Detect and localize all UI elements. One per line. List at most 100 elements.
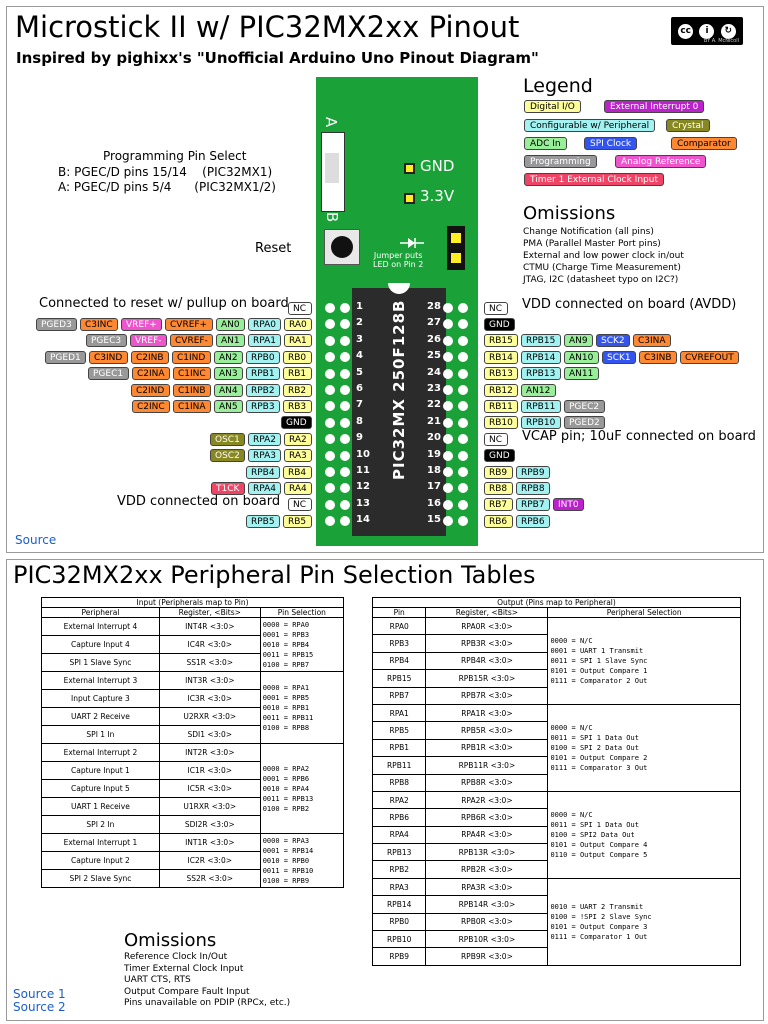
chip-pin-left bbox=[340, 385, 350, 395]
cell-register: SS2R <3:0> bbox=[158, 869, 261, 888]
omission-item: PMA (Parallel Master Port pins) bbox=[523, 239, 661, 249]
legend-item: Programming bbox=[524, 155, 597, 168]
programming-switch[interactable] bbox=[321, 132, 345, 212]
header-pin-left[interactable] bbox=[325, 516, 335, 527]
selection-line: 0011 = RPB11 bbox=[262, 713, 314, 722]
selection-line: 0100 = RPB7 bbox=[262, 660, 310, 669]
header-pin-left[interactable] bbox=[325, 401, 335, 412]
cell-register: U2RXR <3:0> bbox=[158, 707, 261, 726]
header-pin-left[interactable] bbox=[325, 335, 335, 346]
cell-name: SPI 1 In bbox=[41, 725, 160, 744]
source-2-link[interactable]: Source 2 bbox=[13, 1000, 66, 1014]
chip-pin-left bbox=[340, 352, 350, 363]
selection-line: 0000 = N/C bbox=[550, 723, 593, 732]
pin-number: 15 bbox=[427, 514, 441, 526]
header-pin-left[interactable] bbox=[325, 483, 335, 494]
cell-register: IC5R <3:0> bbox=[158, 779, 261, 798]
header-pin-right[interactable] bbox=[443, 385, 453, 395]
input-table: Input (Peripherals map to Pin)Peripheral… bbox=[41, 597, 345, 888]
header-pin-right[interactable] bbox=[443, 319, 453, 330]
cell-register: RPB15R <3:0> bbox=[425, 669, 549, 688]
chip-pin-left bbox=[340, 368, 350, 379]
cell-name: RPB5 bbox=[371, 721, 427, 740]
chip-pin-left bbox=[340, 319, 350, 330]
selection-line: 0111 = Comparator 2 Out bbox=[550, 676, 648, 685]
reset-button[interactable] bbox=[324, 229, 360, 265]
header-pin-right[interactable] bbox=[443, 417, 453, 428]
pin-tag-gnd: GND bbox=[484, 449, 515, 463]
cell-name: RPB1 bbox=[371, 738, 427, 758]
selection-line: 0000 = RPA0 bbox=[262, 620, 310, 629]
header-pin-right[interactable] bbox=[443, 303, 453, 313]
pin-number: 28 bbox=[427, 301, 441, 312]
header-pin-right[interactable] bbox=[443, 450, 453, 461]
legend-item: Analog Reference bbox=[615, 155, 707, 168]
legend-item: Comparator bbox=[671, 137, 737, 150]
header-pin-left[interactable] bbox=[325, 352, 335, 363]
header-pin-left[interactable] bbox=[325, 303, 335, 313]
column-header: Peripheral Selection bbox=[547, 607, 741, 618]
chip-pin-left bbox=[340, 450, 350, 461]
header-pin-right[interactable] bbox=[443, 434, 453, 445]
pin-tag-an9: AN9 bbox=[564, 334, 593, 348]
chip-pin-right bbox=[458, 499, 468, 510]
chip-pin-right bbox=[458, 352, 468, 363]
source-link[interactable]: Source bbox=[15, 533, 57, 547]
pin-tag-rb1: RB1 bbox=[283, 367, 312, 381]
chip-pin-right bbox=[458, 303, 468, 313]
pin-tag-pgec3: PGEC3 bbox=[86, 334, 127, 348]
header-pin-left[interactable] bbox=[325, 368, 335, 379]
selection-line: 0001 = RPB6 bbox=[262, 774, 310, 783]
selection-line: 0011 = RPB15 bbox=[262, 650, 314, 659]
header-pin-left[interactable] bbox=[325, 467, 335, 477]
led-jumper[interactable] bbox=[447, 226, 465, 270]
header-pin-right[interactable] bbox=[443, 401, 453, 412]
cell-name: Input Capture 3 bbox=[41, 689, 160, 708]
selection-line: 0111 = Comparator 1 Out bbox=[550, 932, 648, 941]
pin-number: 13 bbox=[356, 497, 370, 509]
header-pin-right[interactable] bbox=[443, 352, 453, 363]
legend-item: SPI Clock bbox=[584, 137, 638, 150]
header-pin-right[interactable] bbox=[443, 483, 453, 494]
chip-pin-left bbox=[340, 401, 350, 412]
header-pin-left[interactable] bbox=[325, 434, 335, 445]
chip-pin-right bbox=[458, 417, 468, 428]
pin-number: 12 bbox=[356, 481, 370, 493]
header-pin-right[interactable] bbox=[443, 516, 453, 527]
pin-tag-rb10: RB10 bbox=[484, 416, 518, 430]
cc-license-badge[interactable]: cc i ↻ BY A. McNicoll bbox=[671, 17, 743, 45]
pinout-title: Microstick II w/ PIC32MX2xx Pinout bbox=[15, 10, 520, 44]
header-pin-left[interactable] bbox=[325, 385, 335, 395]
source-1-link[interactable]: Source 1 bbox=[13, 987, 66, 1001]
header-pin-right[interactable] bbox=[443, 467, 453, 477]
pin-tag-rb11: RB11 bbox=[484, 399, 518, 413]
cell-register: RPB14R <3:0> bbox=[425, 895, 549, 914]
pin-tag-rpb5: RPB5 bbox=[246, 514, 280, 528]
chip-pin-left bbox=[340, 303, 350, 313]
legend-item: Crystal bbox=[666, 119, 710, 132]
header-pin-right[interactable] bbox=[443, 335, 453, 346]
selection-line: 0110 = Output Compare 5 bbox=[550, 850, 648, 859]
chip-pin-right bbox=[458, 450, 468, 461]
cell-name: External Interrupt 2 bbox=[41, 743, 160, 762]
prog-select-b: B: PGEC/D pins 15/14 (PIC32MX1) bbox=[58, 165, 273, 179]
header-pin-left[interactable] bbox=[325, 499, 335, 510]
pin-tag-osc2: OSC2 bbox=[210, 449, 245, 463]
header-pin-left[interactable] bbox=[325, 417, 335, 428]
pin-tag-rb0: RB0 bbox=[283, 350, 312, 364]
cell-name: SPI 2 Slave Sync bbox=[41, 869, 160, 888]
cell-name: RPB13 bbox=[371, 843, 427, 862]
header-pin-right[interactable] bbox=[443, 368, 453, 379]
header-pin-left[interactable] bbox=[325, 319, 335, 330]
pin-tag-ra3: RA3 bbox=[284, 449, 312, 463]
header-pin-right[interactable] bbox=[443, 499, 453, 510]
cell-name: RPB14 bbox=[371, 895, 427, 914]
pin-tag-rb8: RB8 bbox=[484, 481, 513, 495]
header-pin-left[interactable] bbox=[325, 450, 335, 461]
cell-name: Capture Input 1 bbox=[41, 761, 160, 780]
selection-line: 0001 = UART 1 Transmit bbox=[550, 646, 644, 655]
